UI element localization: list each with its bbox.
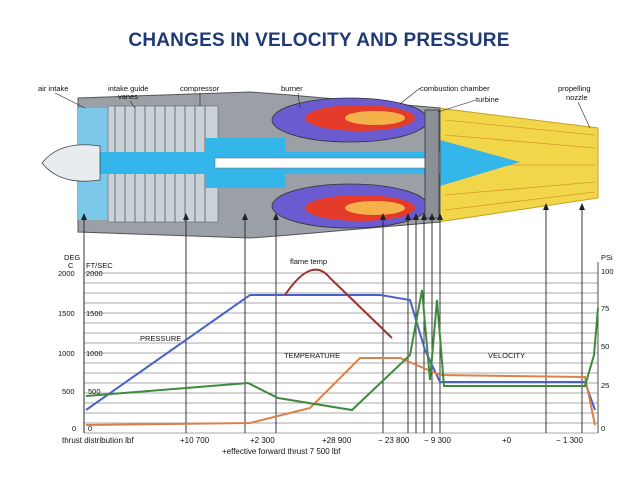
label-psi: PSi (601, 253, 613, 262)
label-air-intake: air intake (38, 84, 68, 93)
thrust-value: +2 300 (250, 436, 275, 445)
thrust-value: − 1 300 (556, 436, 583, 445)
label-pressure: PRESSURE (140, 334, 181, 343)
tick-psi-75: 75 (601, 304, 609, 313)
tick-deg-1000: 1000 (58, 349, 75, 358)
tick-ft-0: 0 (88, 424, 92, 433)
graph: DEG C FT/SEC PSi flame temp PRESSURE TEM… (58, 203, 614, 456)
thrust-value: +28 900 (322, 436, 352, 445)
label-burner: burner (281, 84, 303, 93)
label-propelling: propelling (558, 84, 591, 93)
tick-ft-1500: 1500 (86, 309, 103, 318)
velocity-curve (85, 289, 599, 412)
label-turbine: turbine (476, 95, 499, 104)
station-arrows (83, 205, 583, 433)
pressure-curve (85, 294, 596, 411)
left-axis-ticks: 2000 2000 1500 1500 1000 1000 500 500 0 … (58, 269, 103, 433)
label-ftsec: FT/SEC (86, 261, 113, 270)
label-flame-temp: flame temp (290, 257, 327, 266)
page-title: CHANGES IN VELOCITY AND PRESSURE (128, 30, 510, 51)
label-intake-guide: intake guide (108, 84, 148, 93)
flame-temp-curve (284, 268, 393, 339)
label-combustion-chamber: combustion chamber (420, 84, 490, 93)
tick-ft-500: 500 (88, 387, 101, 396)
tick-deg-1500: 1500 (58, 309, 75, 318)
label-velocity: VELOCITY (488, 351, 525, 360)
engine-labels: air intake intake guide vanes compressor… (38, 84, 591, 129)
label-deg: DEG (64, 253, 80, 262)
tick-psi-50: 50 (601, 342, 609, 351)
tick-psi-0: 0 (601, 424, 605, 433)
label-vanes: vanes (118, 92, 138, 101)
thrust-distribution: thrust distribution lbf +10 700 +2 300 +… (62, 436, 583, 456)
tick-psi-25: 25 (601, 381, 609, 390)
tick-psi-100: 100 (601, 267, 614, 276)
tick-deg-2000: 2000 (58, 269, 75, 278)
tick-ft-2000: 2000 (86, 269, 103, 278)
thrust-value: − 9 300 (424, 436, 451, 445)
tick-deg-500: 500 (62, 387, 75, 396)
grid-lines (84, 272, 598, 434)
engine-cutaway (41, 91, 599, 239)
thrust-value: +0 (502, 436, 512, 445)
label-compressor: compressor (180, 84, 220, 93)
label-nozzle: nozzle (566, 93, 588, 102)
label-c: C (68, 261, 74, 270)
tick-deg-0: 0 (72, 424, 76, 433)
thrust-value: − 23 800 (378, 436, 410, 445)
right-axis-ticks: 100 75 50 25 0 (601, 267, 614, 433)
turbine (424, 109, 440, 219)
tick-ft-1000: 1000 (86, 349, 103, 358)
spinner-cone (41, 144, 101, 182)
shaft (214, 157, 436, 169)
thrust-label: thrust distribution lbf (62, 436, 134, 445)
exhaust-cone (440, 140, 520, 186)
label-temperature: TEMPERATURE (284, 351, 340, 360)
effective-thrust: +effective forward thrust 7 500 lbf (222, 447, 341, 456)
temperature-curve (85, 357, 596, 426)
thrust-value: +10 700 (180, 436, 210, 445)
